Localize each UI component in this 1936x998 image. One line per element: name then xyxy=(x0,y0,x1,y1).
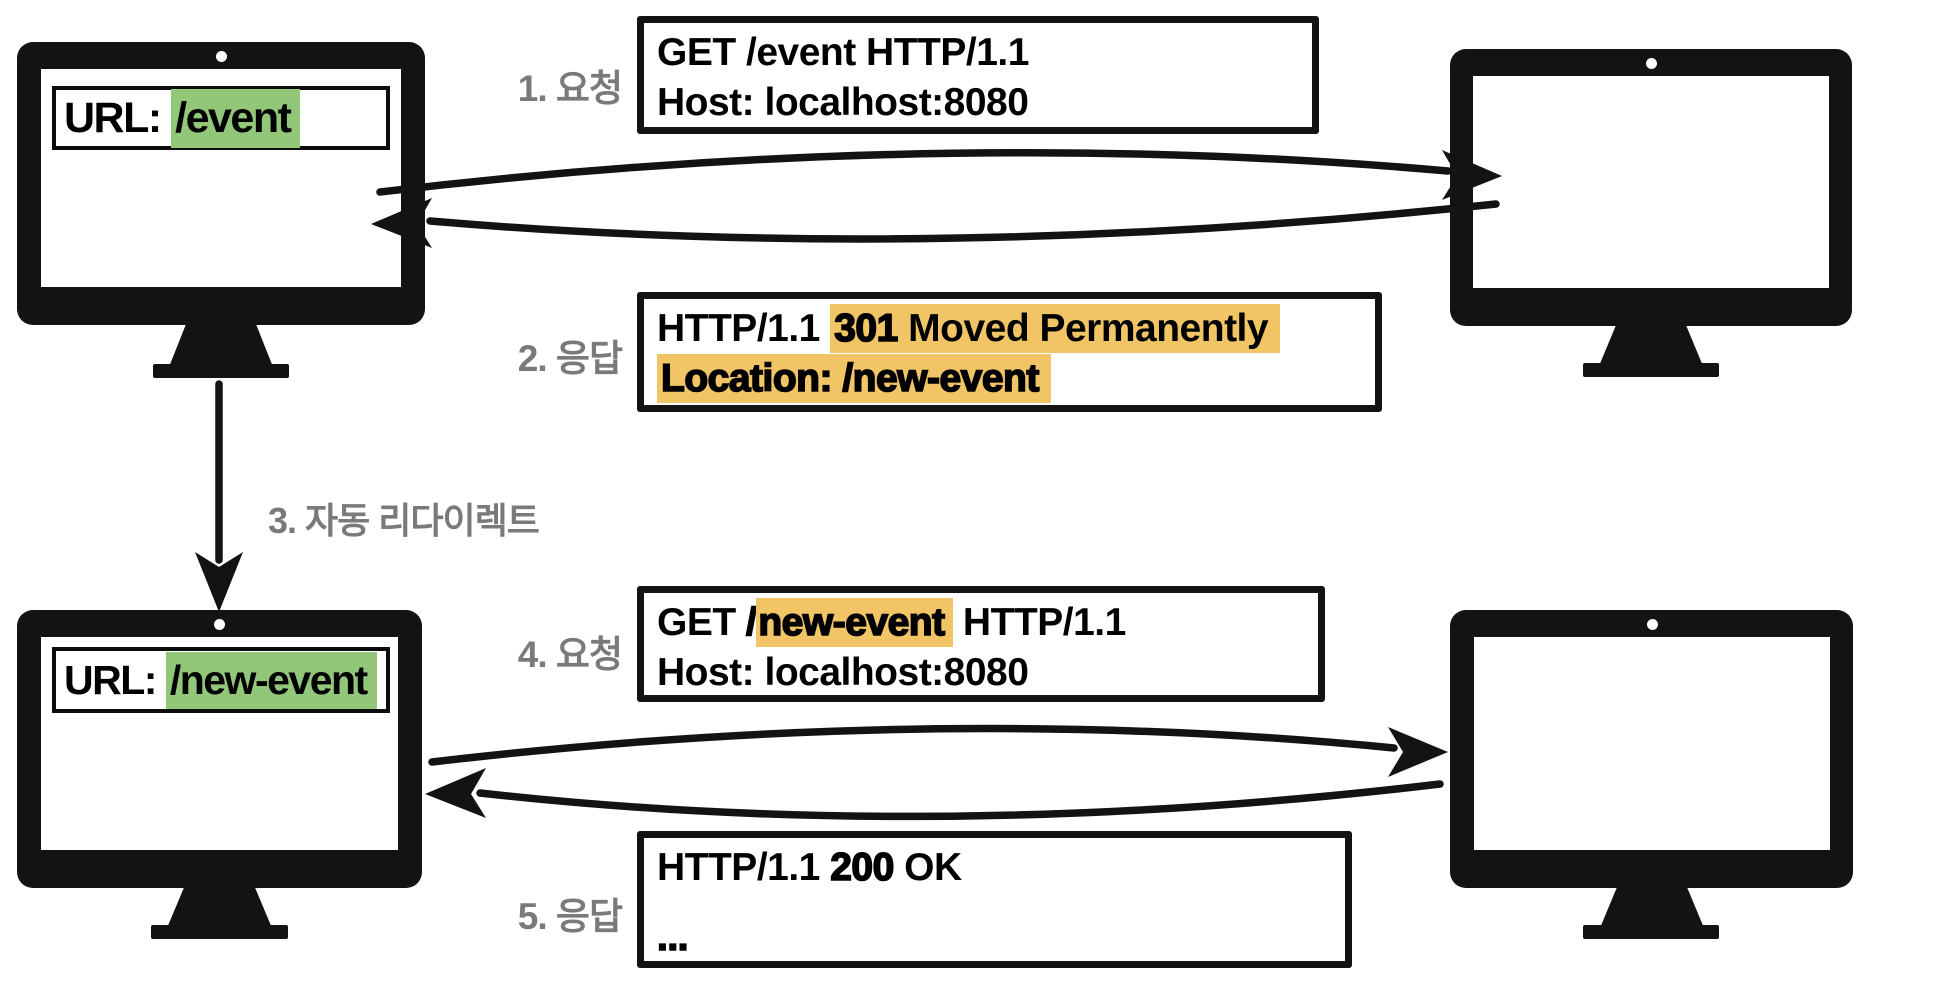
status-code-301: 301 xyxy=(833,306,899,351)
monitor-stand-base xyxy=(151,925,288,939)
address-bar-bottom: URL: /new-event xyxy=(52,647,390,713)
server-monitor-bottom xyxy=(1450,610,1853,939)
http-method: GET xyxy=(657,601,747,644)
redirect-arrowhead-down-icon xyxy=(195,552,243,612)
monitor-stand-neck xyxy=(167,888,272,928)
response-arrow-bottom xyxy=(476,780,1444,821)
request-line: GET /new-event HTTP/1.1 xyxy=(657,598,1318,648)
host-header: Host: localhost:8080 xyxy=(657,651,1029,694)
http-request-message-1: GET /event HTTP/1.1 Host: localhost:8080 xyxy=(637,16,1319,134)
monitor-stand-base xyxy=(1583,363,1719,377)
step-label-4-request: 4. 요청 xyxy=(517,634,623,675)
http-request-message-2: GET /new-event HTTP/1.1 Host: localhost:… xyxy=(637,586,1325,702)
monitor-stand-neck xyxy=(169,325,273,367)
monitor-stand-neck xyxy=(1599,326,1703,366)
webcam-dot-icon xyxy=(216,51,227,62)
http-response-message-200: HTTP/1.1 200 OK ... xyxy=(637,831,1352,968)
monitor-screen xyxy=(1473,76,1829,288)
status-line: HTTP/1.1 301 Moved Permanently xyxy=(657,304,1375,354)
step-label-3-auto-redirect: 3. 자동 리다이렉트 xyxy=(268,500,540,541)
host-header: Host: localhost:8080 xyxy=(657,81,1029,124)
request-arrow-top xyxy=(376,149,1452,196)
request-arrowhead-right-icon xyxy=(1388,727,1448,777)
monitor-stand-neck xyxy=(1600,888,1704,928)
url-label: URL: xyxy=(64,656,166,703)
step-label-2-response: 2. 응답 xyxy=(517,338,623,379)
path-slash: / xyxy=(745,600,758,645)
webcam-dot-icon xyxy=(1646,58,1657,69)
location-highlight: Location: /new-event xyxy=(657,354,1051,403)
body-ellipsis: ... xyxy=(656,916,689,959)
request-arrow-bottom xyxy=(428,724,1398,766)
status-highlight: 301 Moved Permanently xyxy=(830,304,1281,353)
server-monitor-top xyxy=(1450,49,1852,378)
http-response-message-301: HTTP/1.1 301 Moved Permanently Location:… xyxy=(637,292,1382,412)
response-arrowhead-left-icon xyxy=(425,768,486,818)
http-version: HTTP/1.1 xyxy=(657,846,831,889)
status-code-200: 200 xyxy=(829,845,895,890)
webcam-dot-icon xyxy=(1647,619,1658,630)
status-reason: OK xyxy=(893,846,962,889)
response-arrow-top xyxy=(426,200,1500,243)
http-version: HTTP/1.1 xyxy=(952,601,1126,644)
url-value-highlight: /event xyxy=(171,88,301,148)
webcam-dot-icon xyxy=(214,619,225,630)
monitor-screen xyxy=(1474,637,1830,850)
status-reason: Moved Permanently xyxy=(897,307,1269,350)
url-value-highlight: /new-event xyxy=(165,651,377,709)
url-label: URL: xyxy=(64,93,172,142)
location-header: Location: /new-event xyxy=(657,354,1375,404)
monitor-stand-base xyxy=(153,364,289,378)
step-label-1-request: 1. 요청 xyxy=(517,68,623,109)
step-label-5-response: 5. 응답 xyxy=(517,896,623,937)
http-version: HTTP/1.1 xyxy=(657,307,831,350)
monitor-stand-base xyxy=(1583,925,1719,939)
address-bar-top: URL: /event xyxy=(52,86,390,150)
request-line: GET /event HTTP/1.1 xyxy=(657,31,1029,74)
new-path-highlight: new-event xyxy=(756,598,953,647)
status-line: HTTP/1.1 200 OK xyxy=(657,843,1345,893)
